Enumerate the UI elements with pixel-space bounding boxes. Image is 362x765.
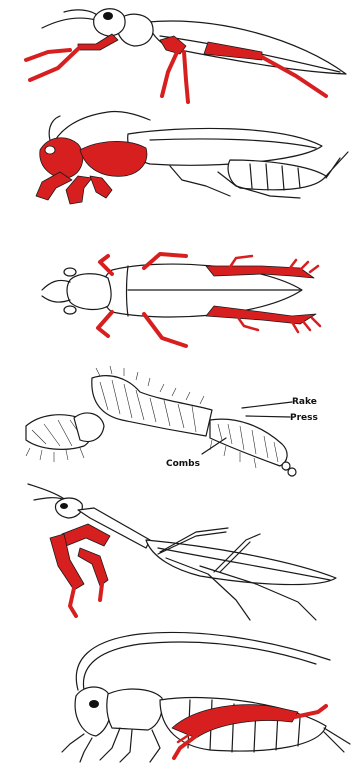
press-pointer	[246, 416, 290, 417]
panel-mantis	[28, 484, 336, 620]
cricket-pronotum	[107, 689, 163, 730]
roach-wings	[128, 128, 322, 165]
beetle1-midleg-2	[184, 52, 188, 102]
leg-tarsus-2	[288, 468, 296, 476]
combs-label: Combs	[166, 459, 200, 469]
wbeetle-hindleg-bottom	[206, 306, 316, 324]
panel-cricket	[62, 632, 350, 762]
beetle1-foreleg-2	[26, 50, 70, 60]
wbeetle-mandible	[64, 268, 76, 276]
cricket-head	[75, 687, 111, 736]
mantis-foreleg-femur	[62, 524, 110, 546]
cricket-palps	[62, 734, 92, 762]
mantis-foreleg-tarsus	[70, 588, 76, 616]
cricket-cerci	[324, 728, 350, 752]
cricket-foreleg	[100, 728, 132, 762]
rake-pointer	[242, 402, 292, 408]
panel-ground-beetle	[26, 9, 346, 102]
cricket-antenna-2	[83, 642, 316, 690]
press-label: Press	[290, 413, 318, 423]
mantis-eye	[60, 503, 68, 509]
rake-label: Rake	[292, 397, 317, 407]
roach-head	[40, 138, 83, 178]
wbeetle-mandible-2	[64, 306, 76, 314]
roach-midleg	[170, 166, 230, 196]
wbeetle-antenna	[42, 280, 70, 290]
roach-cerci	[326, 152, 348, 178]
wbeetle-head	[67, 274, 111, 310]
wbeetle-midleg-bottom	[144, 314, 186, 346]
wbeetle-foreleg-top	[100, 256, 112, 274]
roach-abdomen	[228, 160, 326, 190]
mantis-head	[56, 498, 83, 518]
cricket-antenna	[76, 632, 330, 690]
panel-water-beetle	[42, 254, 320, 346]
cricket-eye	[89, 700, 99, 708]
wbeetle-foreleg-bottom	[98, 312, 112, 336]
cricket-midleg	[150, 730, 160, 762]
panel-leg-closeup: Rake Press Combs	[26, 366, 318, 476]
wbeetle-antenna-2	[42, 296, 70, 302]
panel-cockroach	[36, 111, 348, 204]
beetle1-antenna-2	[64, 10, 98, 16]
beetle1-foreleg	[78, 34, 118, 50]
beetle1-eye	[103, 12, 113, 20]
beetle1-midleg-tibia	[162, 50, 178, 96]
beetle1-antenna	[42, 18, 96, 28]
roach-eye	[45, 146, 55, 154]
roach-foreleg-3	[90, 176, 112, 198]
mantis-foreleg-2-tarsus	[100, 584, 102, 600]
roach-thorax	[80, 141, 147, 176]
roach-foreleg-1	[36, 172, 72, 200]
mantis-foreleg-2	[78, 548, 108, 586]
leg-tibia	[210, 419, 287, 466]
